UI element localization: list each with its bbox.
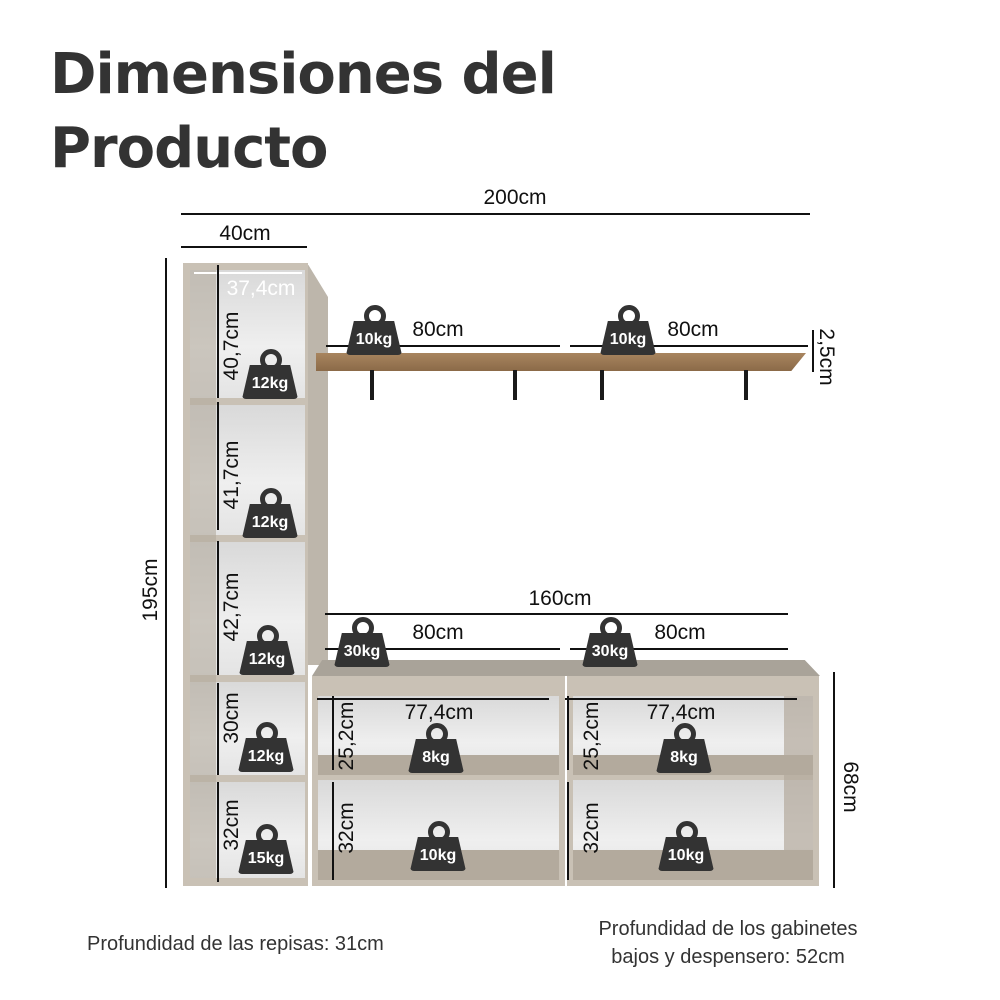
dim-line-cabinet-upper: [332, 696, 334, 770]
shelf-bracket: [600, 370, 604, 400]
dim-line-cabinet-top: [325, 613, 788, 615]
wall-shelf: [316, 353, 806, 371]
label-wall-shelf-1: 80cm: [412, 318, 464, 341]
weight-icon: 10kg: [346, 305, 402, 355]
weight-icon: 30kg: [582, 617, 638, 667]
weight-icon: 12kg: [238, 722, 294, 772]
dim-line-compartment: [217, 683, 219, 775]
weight-icon: 10kg: [410, 821, 466, 871]
weight-icon: 15kg: [238, 824, 294, 874]
dim-line-compartment: [217, 541, 219, 675]
weight-icon: 12kg: [239, 625, 295, 675]
dim-line-compartment: [217, 402, 219, 530]
dim-line-cabinet-inner: [317, 698, 549, 700]
dim-line-cabinet-height: [833, 672, 835, 888]
label-tower-inner: 37,4cm: [226, 277, 296, 300]
shelf-depth-note: Profundidad de las repisas: 31cm: [87, 933, 384, 955]
dim-line-shelf-thickness: [812, 330, 814, 372]
label-cabinet-lower-2: 32cm: [580, 802, 603, 854]
label-total-height: 195cm: [139, 558, 162, 622]
dim-line-cabinet-lower: [567, 782, 569, 880]
label-cabinet-lower-1: 32cm: [335, 802, 358, 854]
dim-line-total-width: [181, 213, 810, 215]
cabinet-depth-line-2: bajos y despensero: 52cm: [611, 946, 845, 968]
cabinet-top: [312, 660, 820, 676]
weight-icon: 8kg: [408, 723, 464, 773]
label-total-width: 200cm: [483, 186, 547, 209]
label-compartment-1: 40,7cm: [220, 311, 243, 381]
dim-line-cabinet-upper: [567, 696, 569, 770]
dim-line-wall-shelf: [326, 345, 560, 347]
cabinet-depth-line-1: Profundidad de los gabinetes: [598, 918, 858, 940]
label-cabinet-height: 68cm: [839, 761, 862, 813]
weight-icon: 30kg: [334, 617, 390, 667]
dim-line-compartment: [217, 265, 219, 398]
dim-line-tower-inner: [194, 272, 302, 274]
label-cabinet-inner-2: 77,4cm: [646, 701, 716, 724]
shelf-bracket: [744, 370, 748, 400]
weight-icon: 10kg: [600, 305, 656, 355]
label-tower-width: 40cm: [219, 222, 271, 245]
dim-line-cabinet-inner: [565, 698, 797, 700]
shelf-bracket: [370, 370, 374, 400]
dim-line-cabinet-lower: [332, 782, 334, 880]
dim-line-total-height: [165, 258, 167, 888]
cabinet-depth-note: Profundidad de los gabinetes bajos y des…: [560, 915, 896, 971]
dim-line-tower-width: [181, 246, 307, 248]
weight-icon: 12kg: [242, 488, 298, 538]
label-cabinet-top-width: 160cm: [528, 587, 592, 610]
label-cabinet-upper-2: 25,2cm: [580, 701, 603, 771]
weight-icon: 8kg: [656, 723, 712, 773]
dim-line-wall-shelf: [570, 345, 808, 347]
label-cabinet-inner-1: 77,4cm: [404, 701, 474, 724]
label-cabinet-section-1: 80cm: [412, 621, 464, 644]
dim-line-cabinet-section: [570, 648, 788, 650]
label-shelf-thickness: 2,5cm: [815, 328, 838, 386]
tower-inner-side: [190, 270, 216, 878]
label-wall-shelf-2: 80cm: [667, 318, 719, 341]
label-cabinet-section-2: 80cm: [654, 621, 706, 644]
label-cabinet-upper-1: 25,2cm: [335, 701, 358, 771]
dim-line-cabinet-section: [325, 648, 560, 650]
weight-icon: 12kg: [242, 349, 298, 399]
cabinet-inner-side: [784, 696, 813, 880]
page-title: Dimensiones del Producto: [50, 42, 557, 181]
label-compartment-2: 41,7cm: [220, 440, 243, 510]
shelf-bracket: [513, 370, 517, 400]
weight-icon: 10kg: [658, 821, 714, 871]
dim-line-compartment: [217, 782, 219, 882]
